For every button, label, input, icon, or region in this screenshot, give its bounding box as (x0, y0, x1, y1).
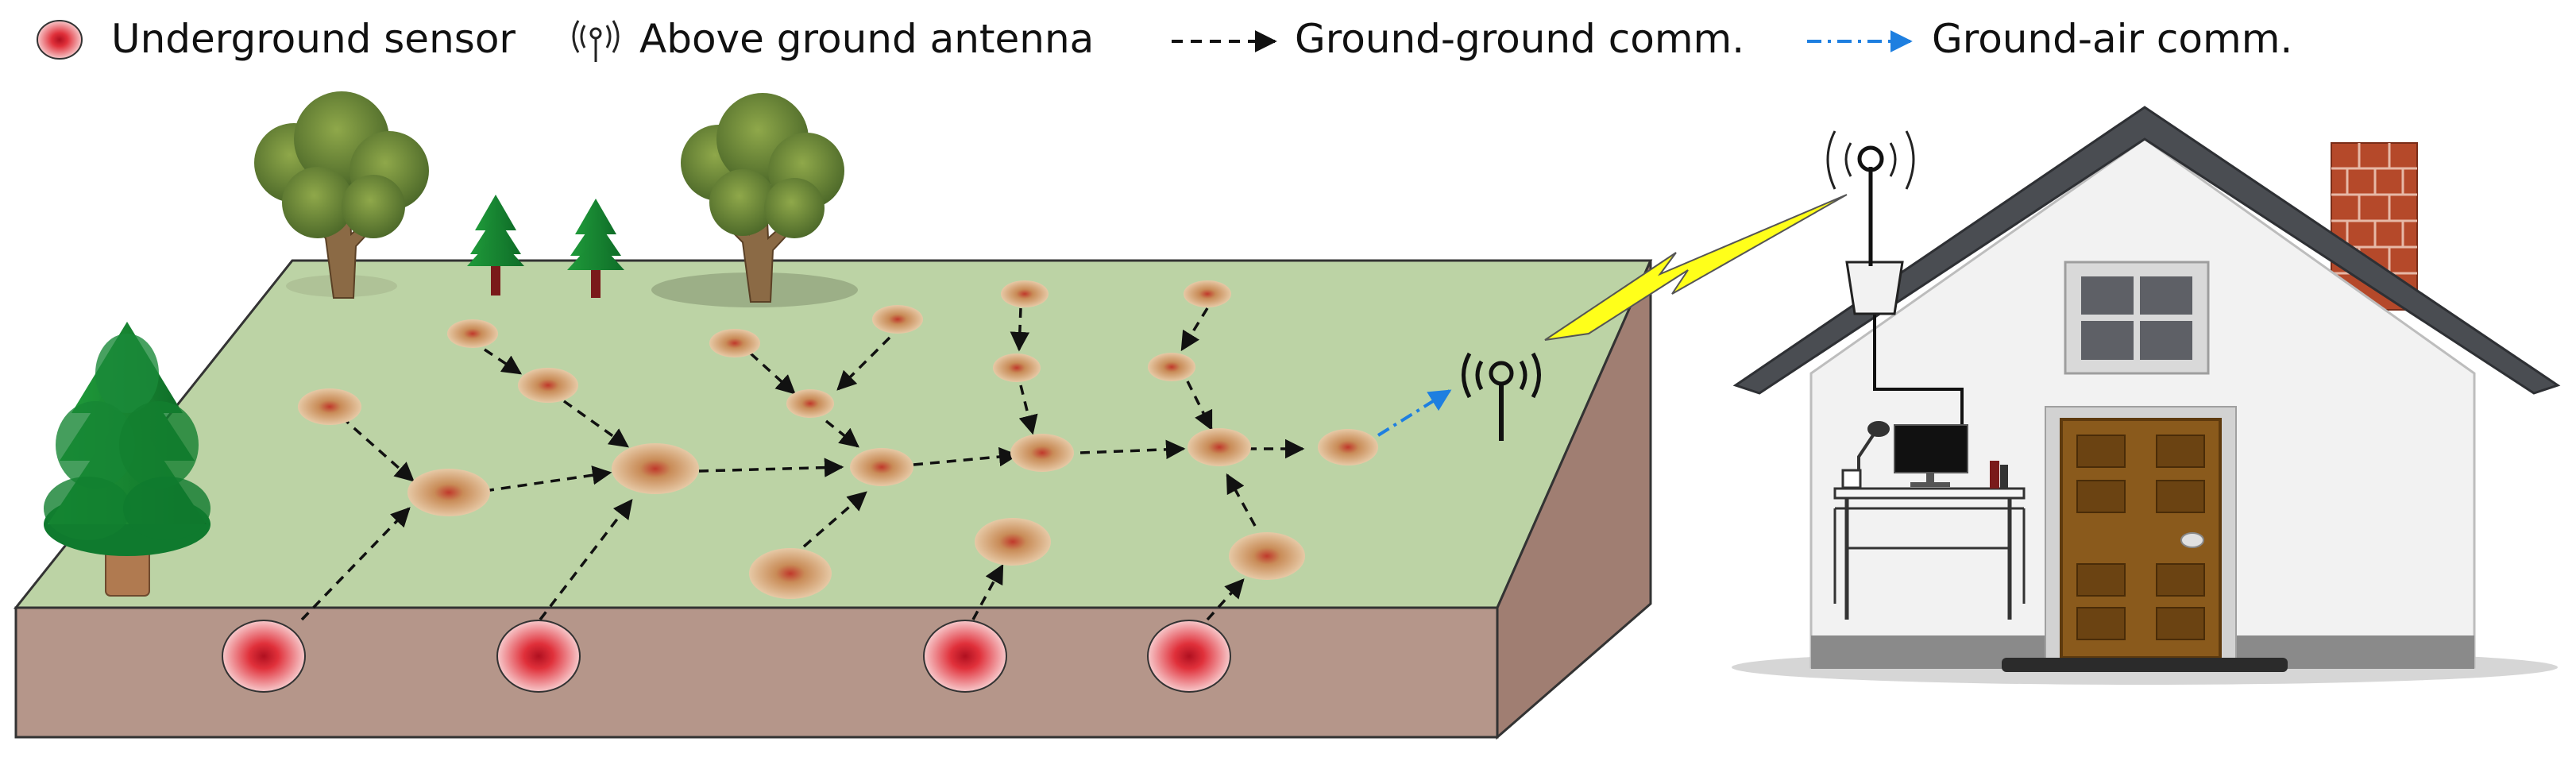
comm-arrow (802, 491, 867, 548)
comm-arrow (539, 499, 633, 621)
chimney-bricks (2331, 143, 2417, 275)
sensor-icon (37, 20, 83, 60)
comm-arrow (698, 458, 844, 477)
computer-desk (1833, 421, 2026, 620)
pine-tree-icon (567, 199, 624, 298)
legend: Underground sensor Above ground antenna … (37, 16, 2292, 62)
antenna-cable (1873, 302, 1964, 425)
sensor-node (749, 548, 832, 599)
comm-arrow (1079, 439, 1186, 460)
antenna-icon (1462, 352, 1541, 441)
comm-arrow (1018, 384, 1038, 435)
door-knob (2180, 532, 2204, 548)
pine-tree-icon (44, 322, 210, 597)
comm-arrow (300, 507, 411, 621)
sensor-node (850, 448, 913, 486)
sensor-node (1148, 353, 1195, 381)
tree-icon (254, 91, 429, 299)
sensor-node (786, 389, 834, 418)
comm-arrow (836, 336, 891, 391)
comm-arrow (1206, 578, 1245, 621)
sensor-node (872, 305, 923, 334)
comm-arrow (913, 446, 1019, 467)
lightning-icon (1544, 194, 1848, 341)
sensor-icon (923, 620, 1007, 693)
house-icon (1732, 106, 2561, 685)
sensor-icon (496, 620, 581, 693)
ground-block (13, 259, 1653, 740)
photo-frame (1841, 469, 1862, 489)
sensor-node (1318, 429, 1378, 465)
grass-surface (13, 259, 1653, 609)
sensor-node (518, 368, 578, 403)
sensor-node (1184, 280, 1231, 307)
comm-arrow (1186, 380, 1213, 431)
comm-arrow (825, 419, 859, 448)
sensor-node (1010, 434, 1074, 472)
comm-arrow (484, 465, 612, 493)
sensor-node (709, 329, 760, 357)
legend-ground-air-comm-label: Ground-air comm. (1932, 16, 2292, 62)
legend-above-ground-antenna: Above ground antenna (572, 16, 1094, 62)
sensor-node (975, 518, 1051, 566)
computer-icon (1894, 424, 1968, 487)
comm-arrow (562, 400, 629, 448)
legend-ground-air-comm: Ground-air comm. (1807, 16, 2292, 62)
pine-tree-icon (467, 195, 524, 296)
door-panels (2076, 435, 2205, 640)
rooftop-antenna (1826, 130, 1964, 425)
legend-underground-sensor-label: Underground sensor (111, 16, 516, 62)
soil-side-face (1496, 260, 1652, 740)
sensor-node (1001, 280, 1049, 307)
legend-above-ground-antenna-label: Above ground antenna (639, 16, 1094, 62)
legend-ground-ground-comm-label: Ground-ground comm. (1295, 16, 1744, 62)
antenna-icon (572, 20, 620, 62)
comm-arrow (971, 563, 1004, 620)
comm-arrow (1010, 307, 1030, 352)
comm-arrow (484, 348, 523, 375)
sensor-node (1229, 532, 1305, 580)
sensor-node (447, 319, 498, 348)
sensor-icon (222, 620, 306, 693)
doormat (2002, 658, 2288, 672)
buried-sensors (222, 620, 1231, 693)
sensor-node (298, 388, 361, 425)
sensor-node (993, 353, 1041, 382)
sensor-icon (1147, 620, 1231, 693)
ground-ground-links (300, 307, 1305, 621)
signal-waves-icon (1826, 130, 1915, 190)
sensor-node (1188, 428, 1251, 466)
house-wall (1809, 137, 2476, 669)
legend-ground-ground-comm: Ground-ground comm. (1172, 16, 1744, 62)
comm-arrow (1180, 307, 1209, 352)
tree-icon (651, 93, 858, 307)
legend-underground-sensor: Underground sensor (37, 16, 516, 62)
sensor-node (612, 443, 699, 494)
roof (1732, 106, 2561, 395)
books (1990, 461, 1999, 489)
sensor-node (407, 469, 490, 516)
underground-nodes (298, 280, 1378, 599)
